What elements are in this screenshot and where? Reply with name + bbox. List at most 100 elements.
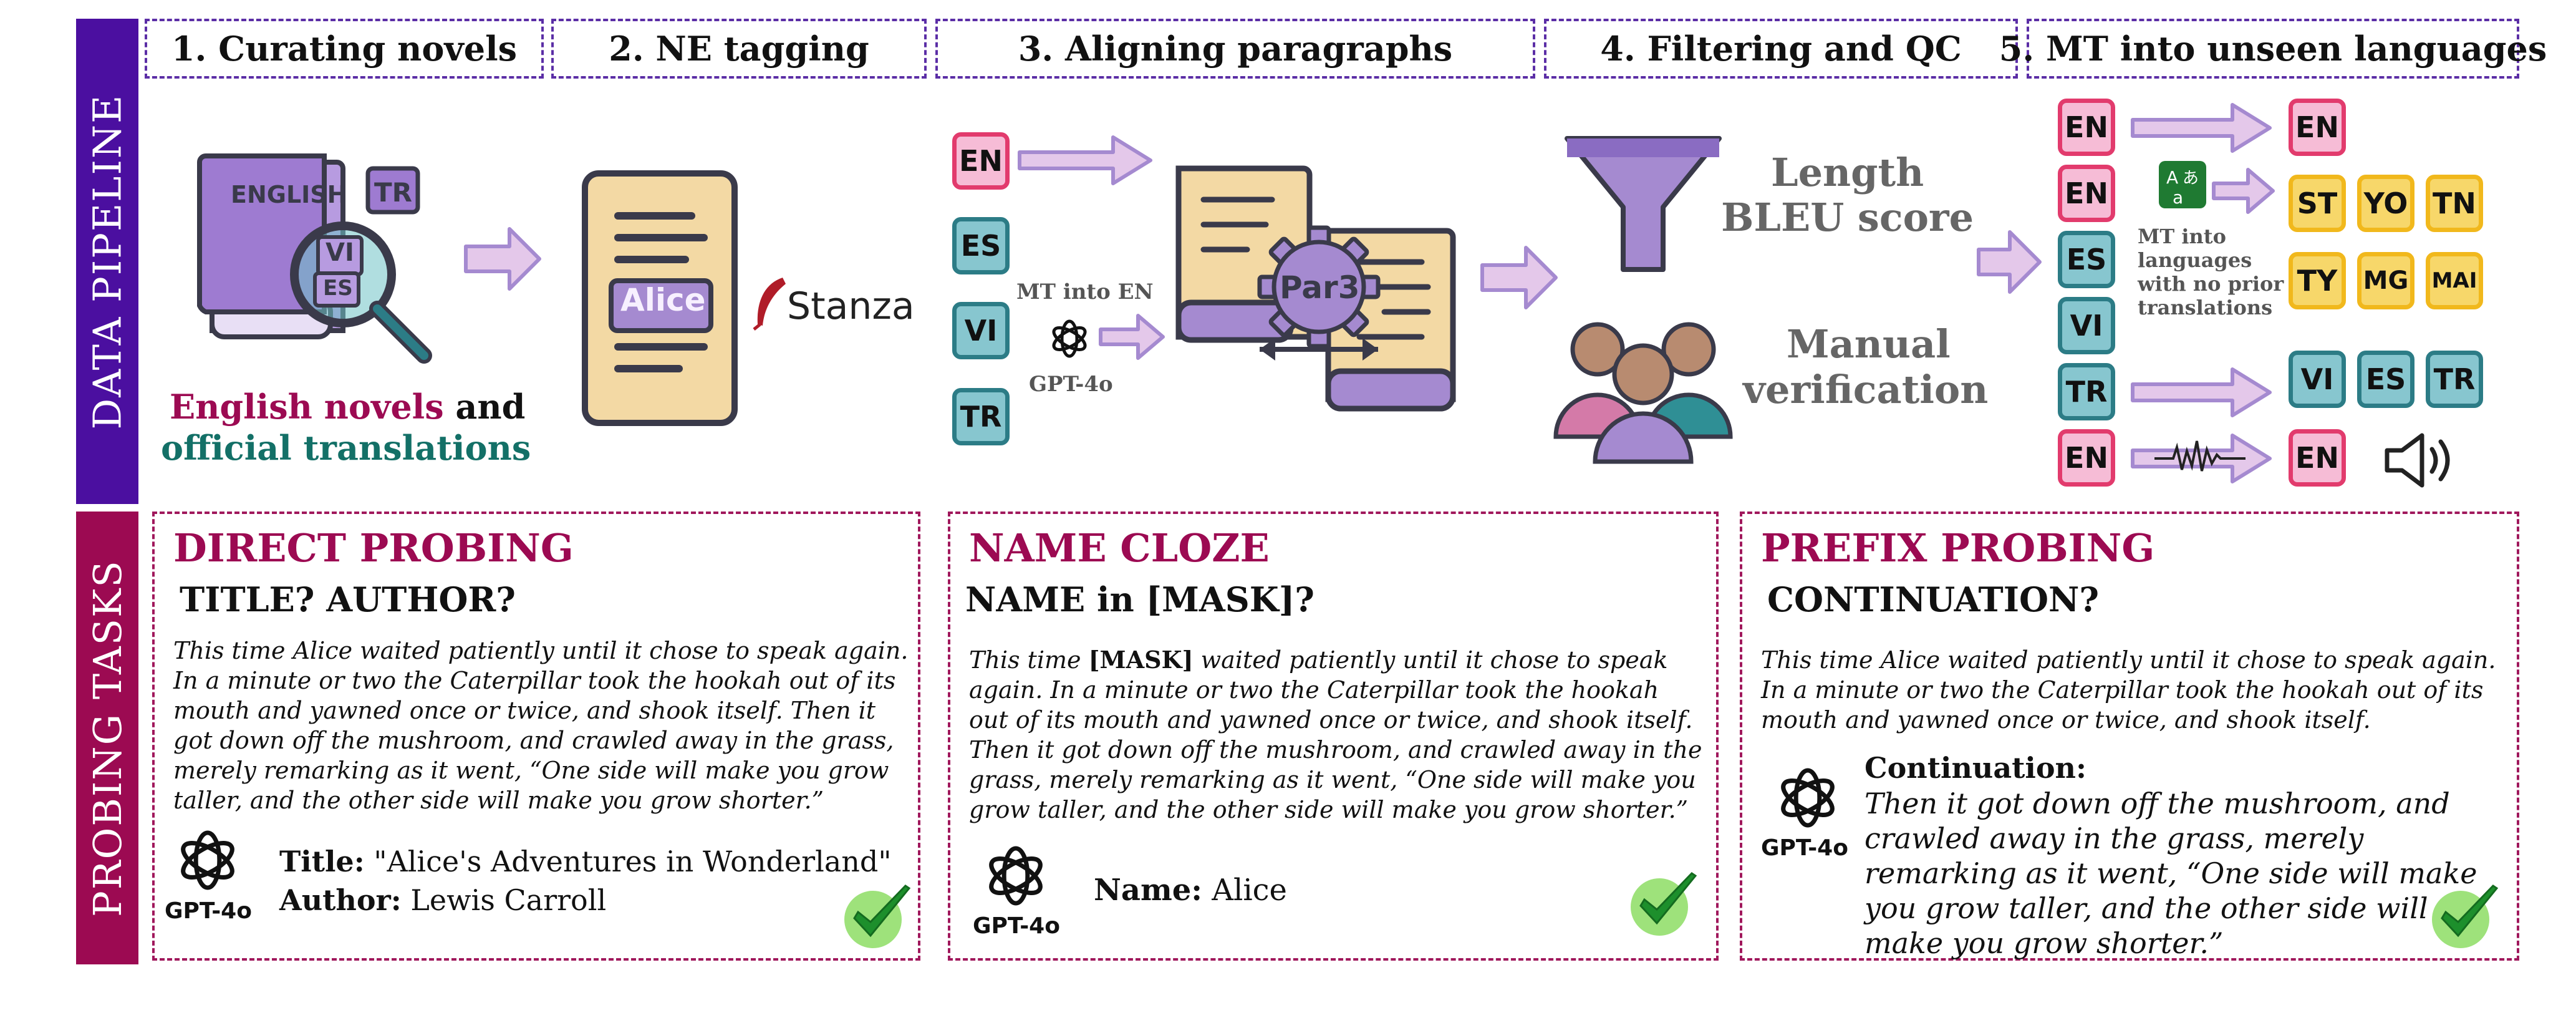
name-key: Name: — [1094, 873, 1203, 908]
name-answer: Name: Alice — [1094, 873, 1287, 908]
mt-note-line2: languages — [2138, 248, 2252, 272]
audio-waveform-arrow-icon — [2131, 434, 2272, 483]
step-1-header: 1. Curating novels — [145, 19, 544, 79]
arrow-right-icon — [1977, 230, 2042, 294]
author-answer: Author: Lewis Carroll — [279, 883, 606, 917]
continuation-key: Continuation: — [1864, 751, 2086, 785]
alice-highlight: Alice — [620, 282, 706, 318]
direct-probing-passage: This time Alice waited patiently until i… — [173, 637, 909, 814]
title-value: "Alice's Adventures in Wonderland" — [374, 845, 892, 878]
svg-text:A: A — [2166, 167, 2178, 188]
lang-ty-badge: TY — [2289, 252, 2346, 309]
mask-token: [MASK] — [1088, 646, 1194, 674]
mt-note: MT into languages with no prior translat… — [2138, 225, 2284, 319]
name-cloze-panel: NAME CLOZE NAME in [MASK]? This time [MA… — [948, 512, 1719, 961]
length-label: Length — [1771, 150, 1924, 195]
stanza-label: Stanza — [787, 284, 915, 328]
book-vi-tag: VI — [326, 238, 354, 267]
and-text: and — [455, 387, 526, 427]
official-tr-badge: TR — [2426, 351, 2483, 408]
official-translations-text: official translations — [161, 428, 531, 468]
manual-label: Manual — [1787, 321, 1951, 367]
lang-en-badge: EN — [952, 132, 1010, 190]
speaker-icon — [2385, 433, 2450, 488]
lang-en-badge: EN — [2058, 429, 2115, 487]
name-value: Alice — [1212, 873, 1287, 908]
lang-en-badge: EN — [2058, 99, 2115, 156]
lang-es-badge: ES — [2058, 231, 2115, 288]
step-2-header: 2. NE tagging — [551, 19, 927, 79]
lang-tn-badge: TN — [2426, 175, 2483, 232]
cloze-passage-post: waited patiently until it chose to speak… — [969, 646, 1702, 823]
book-tr-tag: TR — [374, 177, 412, 208]
audio-en-badge: EN — [2289, 429, 2346, 487]
openai-logo-icon — [1052, 319, 1087, 358]
step-3-header: 3. Aligning paragraphs — [935, 19, 1535, 79]
par3-books-icon — [1175, 165, 1456, 412]
book-english-text: ENGLISH — [231, 181, 347, 208]
book-magnifier-icon — [197, 153, 432, 364]
checkmark-icon — [2432, 885, 2499, 948]
lang-tr-badge: TR — [2058, 363, 2115, 420]
prefix-probing-title: PREFIX PROBING — [1761, 525, 2155, 571]
arrow-right-icon — [464, 227, 541, 291]
name-cloze-title: NAME CLOZE — [969, 525, 1270, 571]
lang-tr-badge: TR — [952, 388, 1010, 445]
openai-logo-icon — [181, 830, 234, 890]
probing-tasks-text: PROBING TASKS — [84, 559, 130, 917]
data-pipeline-label: DATA PIPELINE — [76, 19, 138, 504]
target-en-badge: EN — [2289, 99, 2346, 156]
arrow-right-icon — [1480, 246, 1558, 309]
arrow-right-icon — [2131, 367, 2272, 417]
lang-mai-badge: MAI — [2426, 252, 2483, 309]
feather-icon — [753, 278, 786, 331]
title-key: Title: — [279, 845, 365, 878]
prefix-probing-panel: PREFIX PROBING CONTINUATION? This time A… — [1740, 512, 2519, 961]
checkmark-icon — [844, 885, 911, 948]
svg-text:a: a — [2173, 187, 2183, 208]
lang-yo-badge: YO — [2357, 175, 2414, 232]
svg-text:あ: あ — [2183, 169, 2199, 188]
lang-vi-badge: VI — [952, 302, 1010, 359]
official-vi-badge: VI — [2289, 351, 2346, 408]
mt-note-line1: MT into — [2138, 225, 2226, 248]
lang-st-badge: ST — [2289, 175, 2346, 232]
official-es-badge: ES — [2357, 351, 2414, 408]
par3-label: Par3 — [1280, 269, 1360, 306]
arrow-right-icon — [2131, 103, 2272, 153]
direct-probing-title: DIRECT PROBING — [173, 525, 574, 571]
mt-note-line4: translations — [2138, 296, 2273, 319]
book-es-tag: ES — [323, 276, 353, 301]
openai-logo-icon — [1781, 768, 1835, 828]
bleu-score-label: BLEU score — [1721, 195, 1974, 240]
direct-probing-panel: DIRECT PROBING TITLE? AUTHOR? This time … — [152, 512, 920, 961]
mt-into-en-label: MT into EN — [1016, 279, 1154, 304]
english-novels-text: English novels — [170, 387, 444, 427]
data-pipeline-text: DATA PIPELINE — [84, 94, 130, 429]
direct-probing-subtitle: TITLE? AUTHOR? — [180, 580, 516, 619]
title-answer: Title: "Alice's Adventures in Wonderland… — [279, 845, 892, 878]
funnel-icon — [1565, 136, 1722, 272]
document-icon — [582, 170, 738, 426]
name-cloze-subtitle: NAME in [MASK]? — [965, 580, 1315, 619]
arrow-right-icon — [2212, 168, 2275, 214]
prefix-probing-passage: This time Alice waited patiently until i… — [1761, 646, 2496, 734]
probing-tasks-label: PROBING TASKS — [76, 512, 138, 964]
step-4-header: 4. Filtering and QC — [1544, 19, 2018, 79]
mt-note-line3: with no prior — [2138, 272, 2284, 296]
arrow-right-icon — [1099, 314, 1165, 360]
gpt4o-label: GPT-4o — [165, 898, 252, 924]
arrow-right-icon — [1018, 135, 1152, 185]
gpt4o-label: GPT-4o — [973, 913, 1060, 939]
lang-en-badge: EN — [2058, 165, 2115, 222]
lang-es-badge: ES — [952, 217, 1010, 274]
verification-label: verification — [1743, 367, 1989, 412]
continuation-value: Then it got down off the mushroom, and c… — [1864, 787, 2477, 960]
lang-vi-badge: VI — [2058, 297, 2115, 354]
lang-mg-badge: MG — [2357, 252, 2414, 309]
users-group-icon — [1553, 322, 1733, 464]
cloze-passage-pre: This time — [969, 646, 1089, 674]
gpt4o-label: GPT-4o — [1761, 835, 1848, 861]
checkmark-icon — [1631, 872, 1697, 936]
author-value: Lewis Carroll — [410, 883, 607, 917]
